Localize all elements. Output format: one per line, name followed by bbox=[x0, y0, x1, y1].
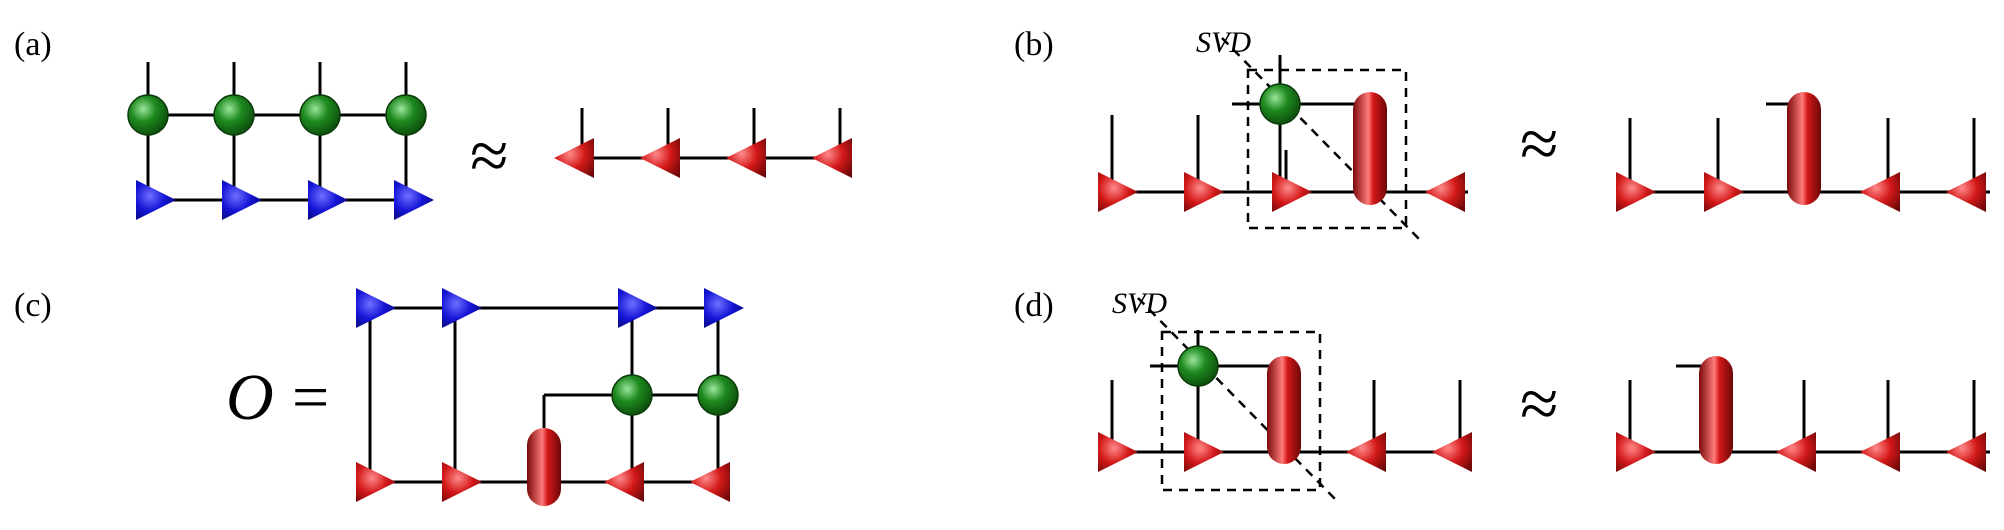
svd-box bbox=[1160, 330, 1322, 492]
blue-triangle-right bbox=[704, 288, 744, 328]
svd-label-b: SVD bbox=[1196, 26, 1251, 59]
svd-cut-line bbox=[1137, 297, 1339, 503]
red-triangle-right bbox=[1616, 172, 1656, 212]
tensor-nodes bbox=[127, 83, 1986, 506]
red-triangle-left bbox=[1946, 172, 1986, 212]
svd-box bbox=[1246, 68, 1408, 230]
red-triangle-left bbox=[690, 462, 730, 502]
red-triangle-right bbox=[1098, 432, 1138, 472]
green-node bbox=[611, 374, 653, 416]
red-triangle-right bbox=[1616, 432, 1656, 472]
red-triangle-right bbox=[442, 462, 482, 502]
red-triangle-left bbox=[640, 138, 680, 178]
blue-triangle-right bbox=[136, 180, 176, 220]
red-triangle-left bbox=[1425, 172, 1465, 212]
red-triangle-right bbox=[1184, 432, 1224, 472]
approx-symbol-d: ≈ bbox=[1520, 366, 1559, 443]
red-two-site-tensor bbox=[1787, 92, 1821, 205]
red-triangle-right bbox=[1704, 172, 1744, 212]
blue-triangle-right bbox=[618, 288, 658, 328]
red-two-site-tensor bbox=[1267, 356, 1301, 464]
green-node bbox=[1259, 83, 1301, 125]
red-two-site-tensor bbox=[527, 428, 561, 506]
panel-label-d: (d) bbox=[1014, 287, 1054, 324]
green-node bbox=[299, 94, 341, 136]
red-two-site-tensor bbox=[1699, 356, 1733, 464]
green-node bbox=[213, 94, 255, 136]
red-two-site-tensor bbox=[1353, 92, 1387, 205]
green-node bbox=[697, 374, 739, 416]
blue-triangle-right bbox=[442, 288, 482, 328]
panel-label-a: (a) bbox=[14, 26, 52, 63]
red-triangle-left bbox=[1946, 432, 1986, 472]
equals-symbol: = bbox=[292, 361, 330, 434]
red-triangle-right bbox=[1272, 172, 1312, 212]
red-triangle-left bbox=[554, 138, 594, 178]
svd-label-d: SVD bbox=[1112, 287, 1167, 320]
green-node bbox=[127, 94, 169, 136]
red-triangle-left bbox=[1346, 432, 1386, 472]
red-triangle-left bbox=[1860, 432, 1900, 472]
red-triangle-left bbox=[1860, 172, 1900, 212]
blue-triangle-right bbox=[394, 180, 434, 220]
approx-symbol-a: ≈ bbox=[470, 118, 509, 195]
green-node bbox=[1177, 345, 1219, 387]
red-triangle-left bbox=[604, 462, 644, 502]
panel-label-b: (b) bbox=[1014, 26, 1054, 63]
red-triangle-right bbox=[356, 462, 396, 502]
blue-triangle-right bbox=[356, 288, 396, 328]
red-triangle-left bbox=[726, 138, 766, 178]
red-triangle-right bbox=[1184, 172, 1224, 212]
panel-label-c: (c) bbox=[14, 287, 52, 324]
operator-symbol: O bbox=[226, 361, 274, 434]
red-triangle-left bbox=[812, 138, 852, 178]
blue-triangle-right bbox=[222, 180, 262, 220]
red-triangle-left bbox=[1776, 432, 1816, 472]
blue-triangle-right bbox=[308, 180, 348, 220]
red-triangle-left bbox=[1432, 432, 1472, 472]
red-triangle-right bbox=[1098, 172, 1138, 212]
svd-dashed-markers bbox=[1137, 37, 1423, 503]
green-node bbox=[385, 94, 427, 136]
approx-symbol-b: ≈ bbox=[1520, 106, 1559, 183]
svd-cut-line bbox=[1221, 37, 1423, 243]
